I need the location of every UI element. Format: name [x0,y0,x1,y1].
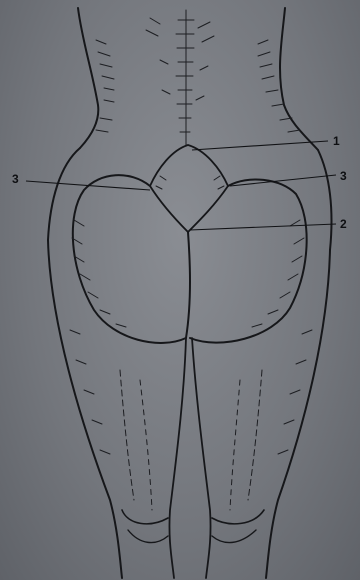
left-buttock [72,175,190,343]
left-leg [48,240,186,578]
callout-2: 2 [340,217,347,231]
sacral-rhombus [150,145,228,232]
hip-outline [48,148,332,250]
leader-line-1 [192,141,328,150]
leader-line-3-left [26,181,150,190]
right-leg [192,250,330,578]
spine-hatching [146,10,214,145]
callout-1: 1 [333,134,340,148]
flank-shading-left [96,40,114,132]
right-buttock [190,179,307,342]
callout-3-right: 3 [340,169,347,183]
flank-shading-right [258,40,300,132]
callout-3-left: 3 [12,172,19,186]
right-knee-crease [212,510,264,543]
leader-line-2 [190,224,336,230]
left-knee-crease [122,510,168,543]
